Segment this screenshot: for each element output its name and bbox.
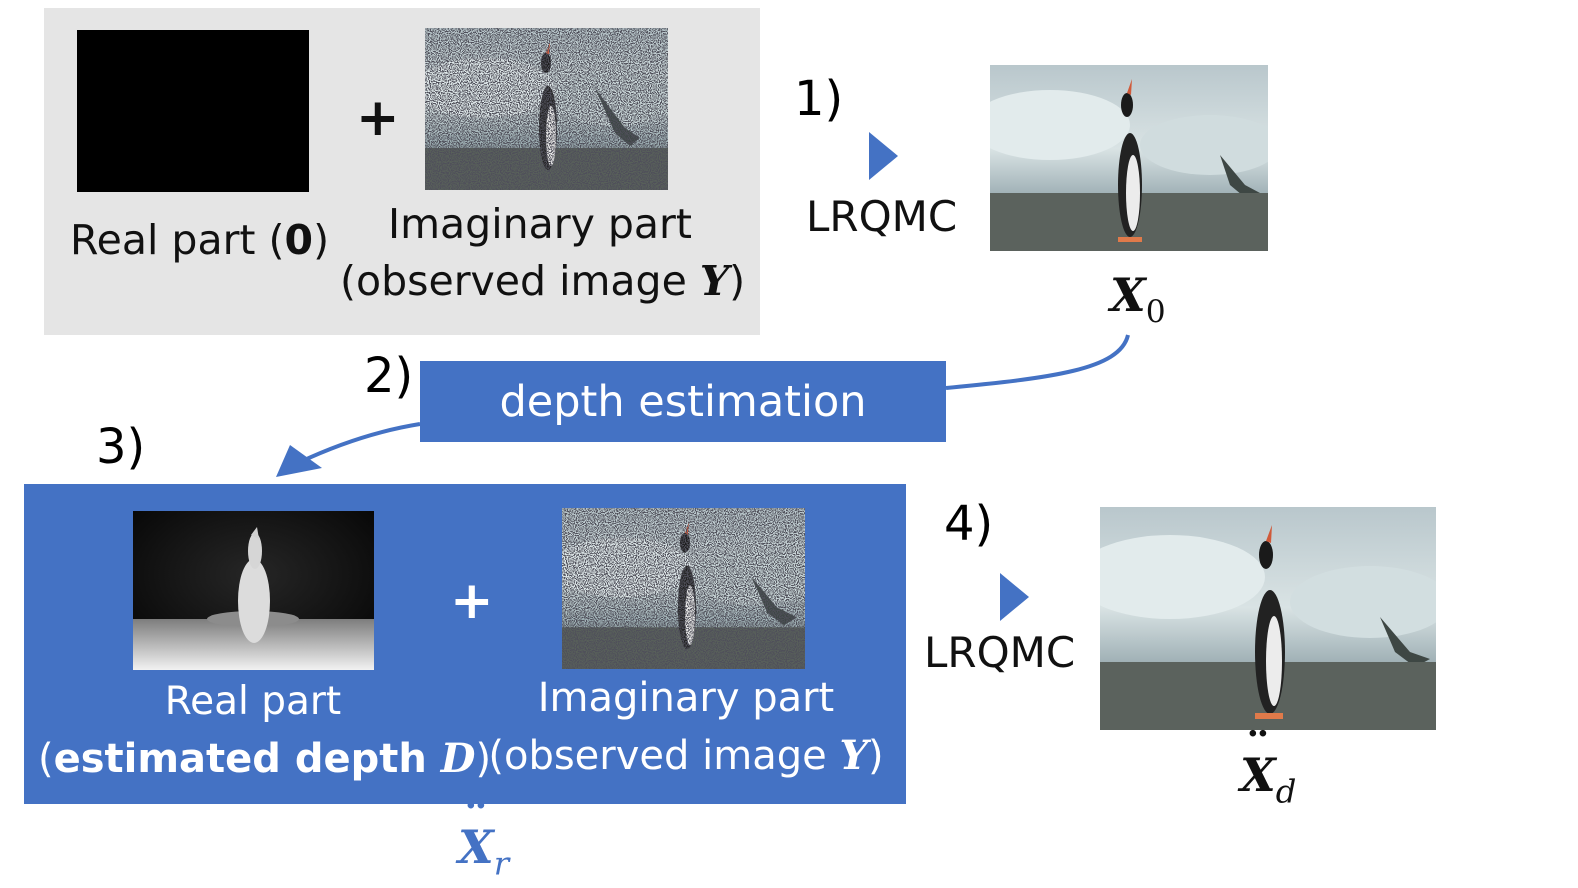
step-1-arrow-icon <box>869 132 898 180</box>
imag-label-suffix: ) <box>729 257 746 305</box>
imag-bottom-label-prefix: (observed image <box>488 733 840 779</box>
math-y-bottom: Y <box>839 732 868 779</box>
x0-output-image <box>990 65 1268 251</box>
step-1-method-label: LRQMC <box>806 192 958 241</box>
x0-label: X0 <box>1110 272 1166 328</box>
real-part-zero-label: Real part (0) <box>70 220 329 261</box>
xd-subscript: d <box>1275 772 1297 811</box>
math-y: Y <box>699 257 730 305</box>
imag-bottom-label-suffix: ) <box>868 733 884 779</box>
imag-label-line1: Imaginary part <box>388 200 692 248</box>
real-part-depth-label: Real part (estimated depth D) <box>38 679 491 782</box>
real-depth-label-line1: Real part <box>164 679 342 724</box>
real-label-prefix: Real part ( <box>70 216 285 264</box>
step-4-label: 4) <box>944 496 994 552</box>
xr-label: Xr <box>458 799 510 883</box>
real-label-zero: 0 <box>284 216 314 264</box>
xd-symbol: X <box>1240 727 1276 798</box>
imag-label-prefix: (observed image <box>340 257 700 305</box>
step-1-label: 1) <box>794 71 844 127</box>
x0-symbol: X <box>1110 268 1146 322</box>
imag-bottom-label-line1: Imaginary part <box>537 675 835 721</box>
xd-label: Xd <box>1240 727 1297 811</box>
observed-image-bottom <box>562 508 805 669</box>
real-depth-label-prefix: ( <box>38 736 54 782</box>
plus-sign-top: + <box>356 88 400 148</box>
xr-symbol: X <box>458 799 494 870</box>
real-depth-label-suffix: ) <box>475 736 492 782</box>
xd-output-image <box>1100 507 1436 730</box>
imaginary-part-label-bottom: Imaginary part (observed image Y) <box>484 678 888 776</box>
x0-subscript: 0 <box>1145 293 1166 330</box>
imaginary-part-label-top: Imaginary part (observed image Y) <box>340 200 745 305</box>
xr-subscript: r <box>493 844 510 883</box>
depth-estimation-label: depth estimation <box>499 376 867 427</box>
estimated-depth-image <box>133 511 374 670</box>
plus-sign-bottom: + <box>450 571 494 631</box>
math-d: D <box>440 735 476 782</box>
step-4-method-label: LRQMC <box>924 628 1076 677</box>
real-label-suffix: ) <box>313 216 330 264</box>
step-3-label: 3) <box>96 419 146 475</box>
step-4-arrow-icon <box>1000 573 1029 621</box>
depth-estimation-box: depth estimation <box>420 361 946 442</box>
real-depth-label-bold: estimated depth <box>53 736 441 782</box>
step-2-label: 2) <box>364 348 414 404</box>
real-part-zero-image <box>77 30 309 192</box>
observed-image-top <box>425 28 668 190</box>
